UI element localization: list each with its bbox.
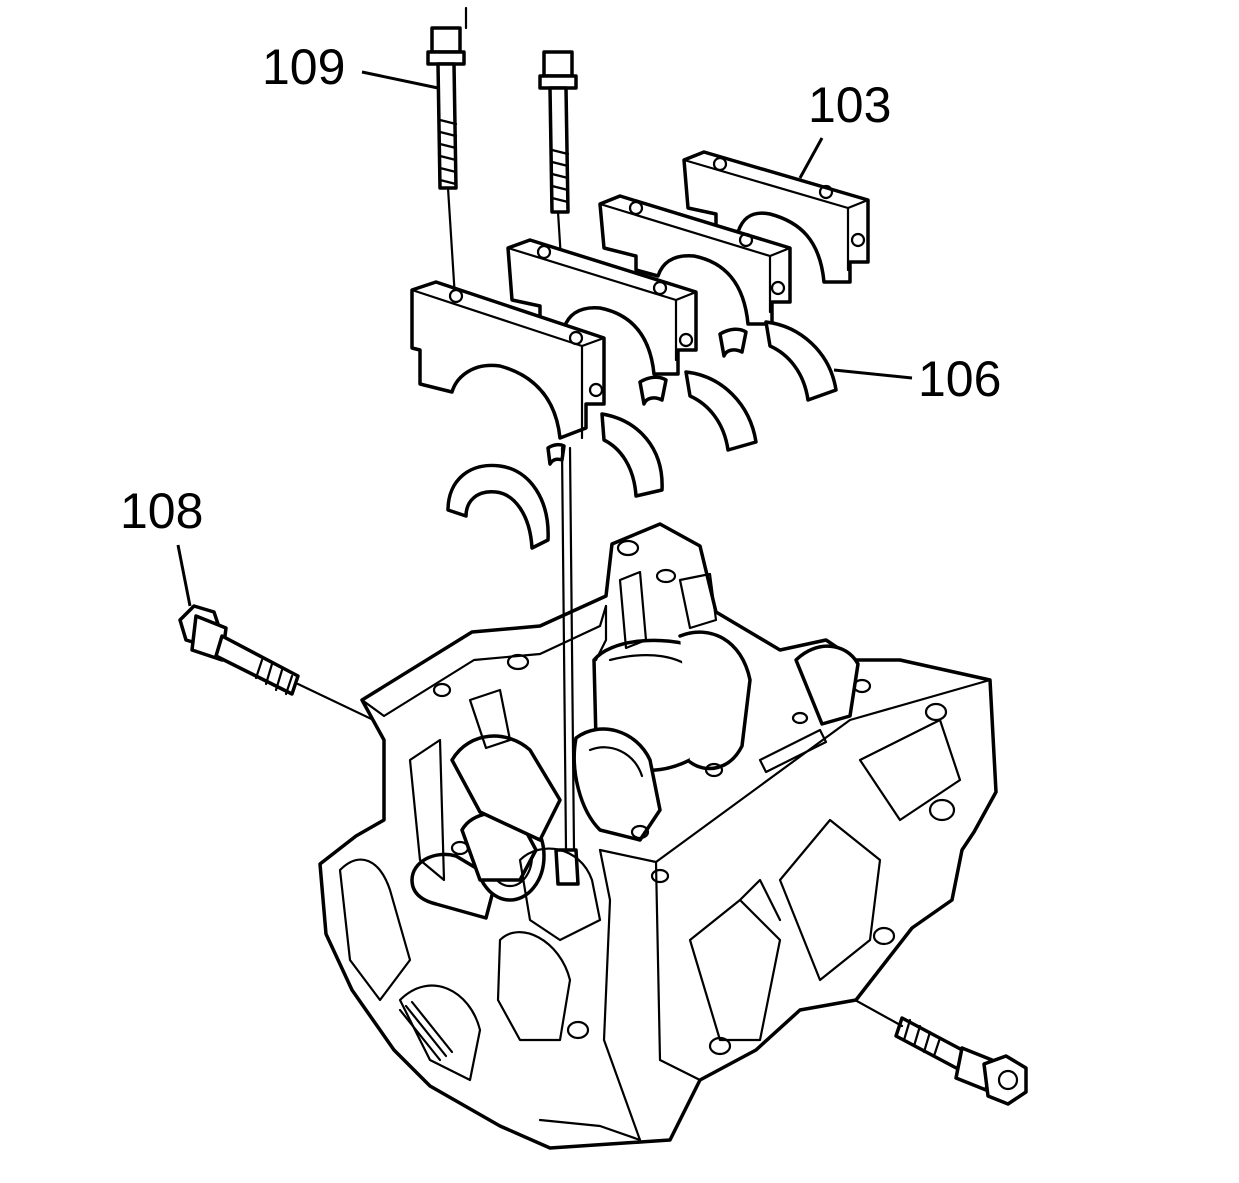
- bearing-shell-upper-4: [764, 320, 838, 402]
- leader-109: [361, 70, 439, 90]
- callout-106: 106: [918, 351, 1001, 407]
- side-bolt-left: [178, 604, 388, 728]
- bearing-cap-1: [410, 280, 606, 440]
- callout-103: 103: [808, 77, 891, 133]
- leader-103: [798, 137, 824, 179]
- bearing-shell-upper-2: [600, 412, 664, 498]
- main-bearing-bolt-left: [426, 6, 468, 300]
- engine-block: [318, 446, 998, 1150]
- bearing-shell-upper-3: [684, 370, 758, 452]
- leader-108: [176, 544, 192, 607]
- callout-109: 109: [262, 39, 345, 95]
- bearing-cap-4: [682, 150, 870, 284]
- bearing-cap-3: [598, 194, 792, 326]
- leader-106: [833, 368, 913, 380]
- bearing-shell-lower: [446, 463, 550, 550]
- callout-108: 108: [120, 483, 203, 539]
- side-bolt-right: [658, 890, 1028, 1106]
